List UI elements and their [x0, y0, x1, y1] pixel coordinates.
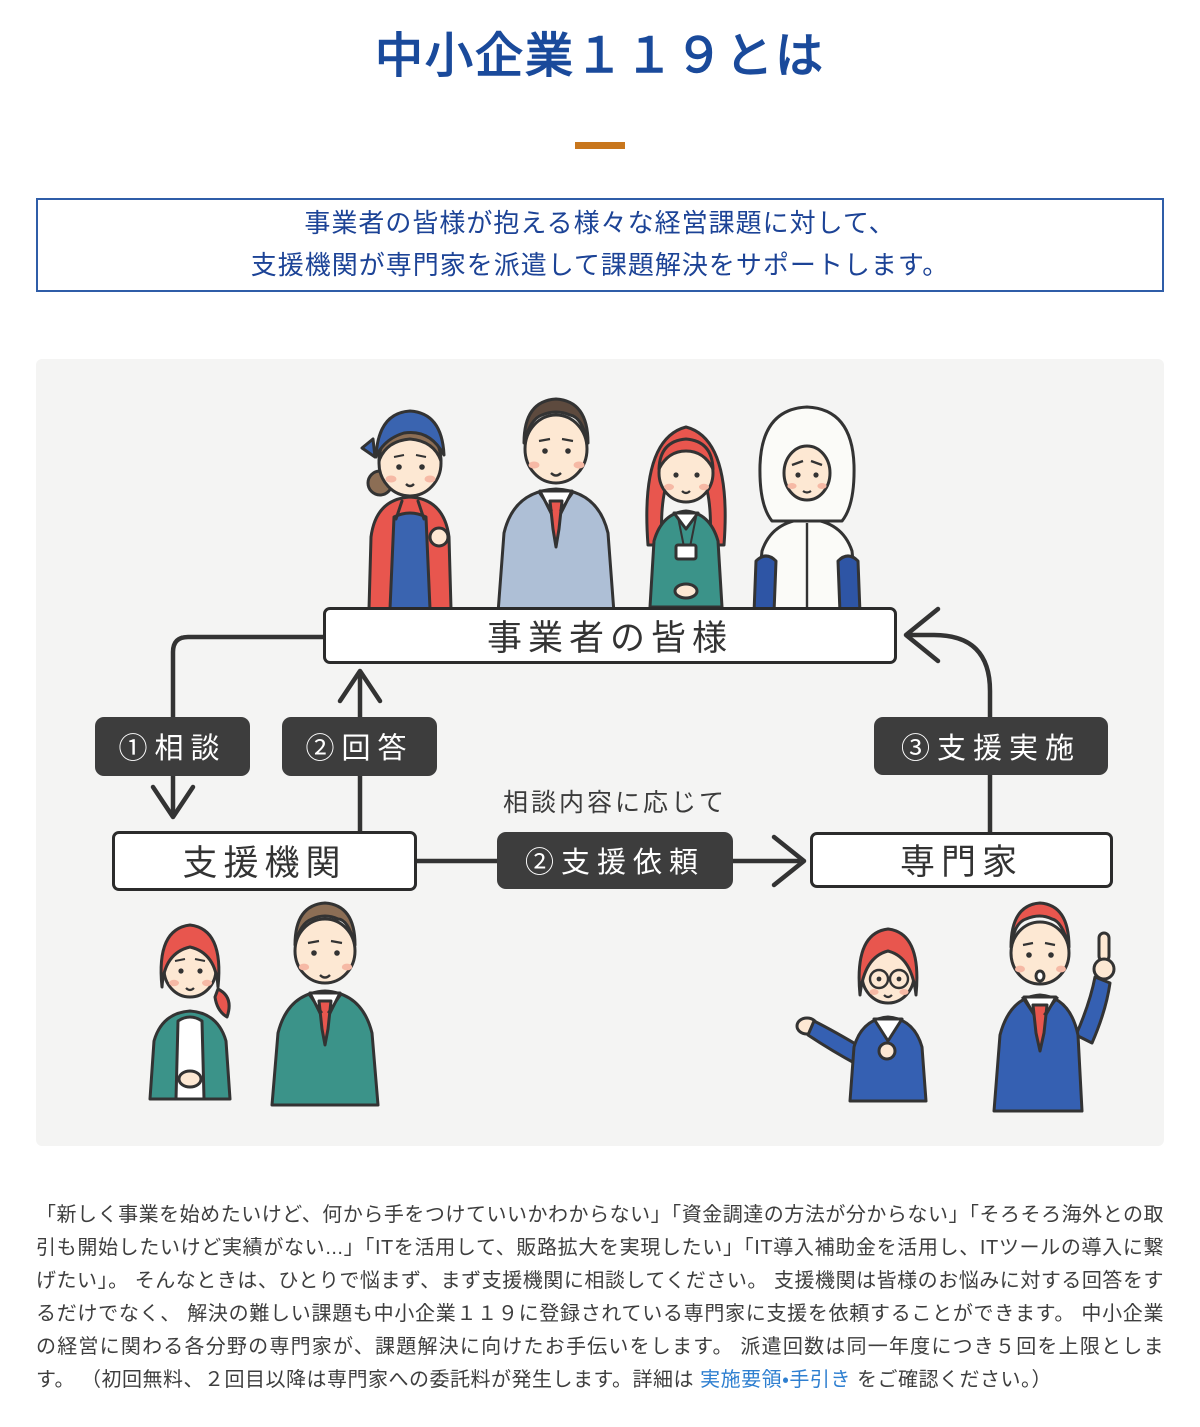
lead-line-2: 支援機関が専門家を派遣して課題解決をサポートします。: [250, 249, 950, 280]
lead-box: 事業者の皆様が抱える様々な経営課題に対して、 支援機関が専門家を派遣して課題解決…: [36, 197, 1164, 292]
expert-man-illustration: [992, 901, 1116, 1113]
page-title: 中小企業１１９とは: [374, 30, 825, 83]
business-owner-shopkeeper-illustration: [360, 409, 453, 611]
node-support-org: 支援機関: [112, 830, 417, 891]
lead-line-1: 事業者の皆様が抱える様々な経営課題に対して、: [304, 207, 896, 238]
diagram-note: 相談内容に応じて: [502, 788, 727, 817]
node-expert: 専門家: [810, 831, 1113, 888]
guidelines-link[interactable]: 実施要領・手引き: [700, 1368, 851, 1391]
description-text-after: をご確認ください。）: [850, 1368, 1052, 1391]
arrow-delivery: [907, 632, 993, 834]
support-org-woman-illustration: [148, 923, 232, 1101]
business-owner-vest-woman-illustration: [645, 425, 727, 609]
step-label-answer: ②回答: [282, 716, 437, 776]
flow-arrows: [150, 606, 993, 887]
arrow-consult: [170, 634, 326, 816]
expert-woman-illustration: [795, 927, 928, 1103]
process-diagram: 事業者の皆様 支援機関 専門家 ①相談 ②回答 ③支援実施 ②支援依頼 相談内容…: [36, 358, 1164, 1146]
description-text-before: 「新しく事業を始めたいけど、何から手をつけていいかわからない」「資金調達の方法が…: [36, 1203, 1164, 1391]
description-paragraph: 「新しく事業を始めたいけど、何から手をつけていいかわからない」「資金調達の方法が…: [36, 1199, 1164, 1397]
step-label-request: ②支援依頼: [497, 831, 733, 889]
support-org-man-illustration: [270, 901, 380, 1107]
business-owner-suit-man-illustration: [496, 397, 616, 615]
business-owner-factory-worker-illustration: [752, 405, 862, 615]
step-label-consult: ①相談: [95, 716, 250, 776]
title-divider-accent: [575, 141, 625, 149]
node-business-owners: 事業者の皆様: [323, 606, 897, 664]
step-label-delivery: ③支援実施: [874, 716, 1108, 775]
